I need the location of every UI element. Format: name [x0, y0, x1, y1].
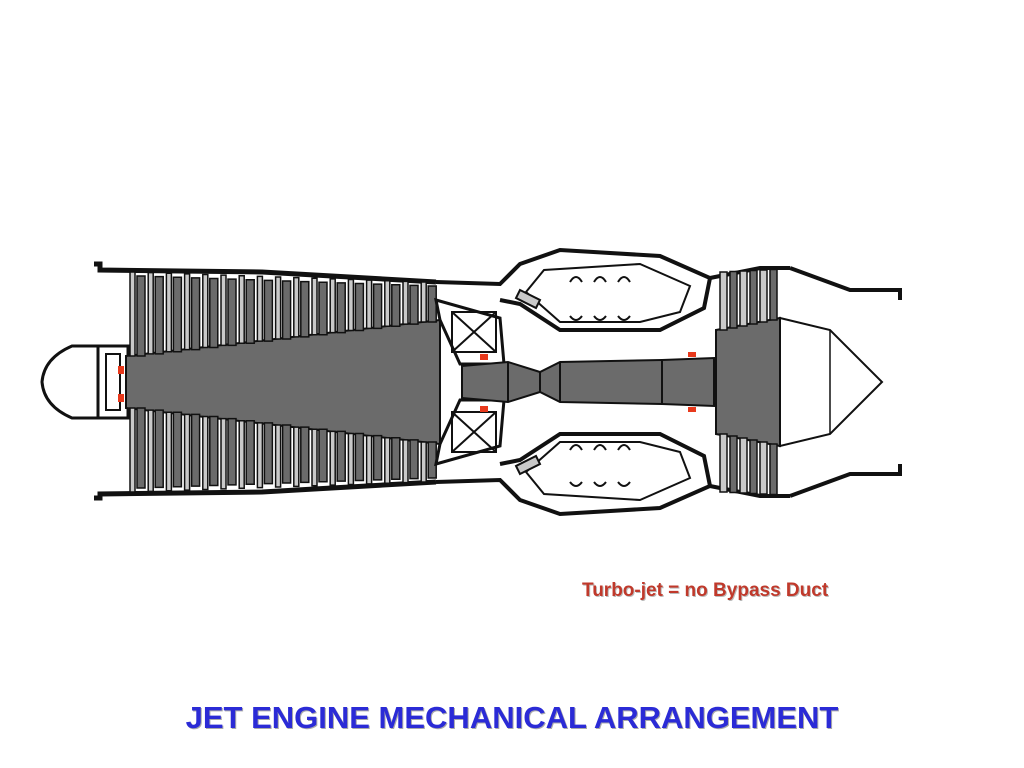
blade: [183, 273, 191, 351]
blade: [281, 424, 292, 484]
blade: [739, 270, 748, 327]
blade: [759, 269, 768, 323]
blade: [739, 437, 748, 494]
blade: [256, 275, 264, 342]
blade: [409, 284, 419, 325]
blade: [384, 280, 391, 327]
blade: [365, 434, 373, 485]
blade: [220, 417, 227, 490]
blade: [336, 282, 346, 334]
blade: [293, 276, 300, 338]
blade: [329, 430, 336, 486]
blade: [749, 439, 758, 495]
blade: [769, 443, 778, 496]
blade: [263, 422, 274, 485]
blade: [759, 441, 768, 495]
blade: [354, 432, 365, 482]
blade: [402, 280, 409, 325]
blade: [209, 277, 219, 349]
blade: [183, 413, 191, 491]
blade: [209, 415, 219, 487]
blade: [409, 439, 419, 480]
blade: [256, 422, 264, 489]
blade: [420, 441, 427, 483]
blade: [719, 433, 728, 493]
blade: [384, 437, 391, 484]
blade: [136, 407, 146, 489]
blade: [402, 439, 409, 484]
combustion-chamber-bottom: [435, 432, 713, 517]
blade: [227, 417, 237, 486]
blade: [274, 276, 282, 340]
blade: [154, 409, 164, 489]
blade: [329, 278, 336, 334]
blade: [729, 270, 738, 329]
engine-type-caption: Turbo-jet = no Bypass Duct: [582, 580, 829, 601]
blade: [729, 435, 738, 494]
blade: [293, 426, 300, 488]
blade: [391, 437, 401, 480]
blade: [769, 268, 778, 321]
blade: [147, 409, 154, 493]
blade: [311, 277, 318, 336]
blade: [281, 280, 292, 340]
blade: [136, 275, 146, 357]
bearings: [118, 352, 696, 412]
blade: [202, 415, 209, 491]
blade: [749, 269, 758, 325]
blade: [354, 282, 365, 332]
blade: [154, 275, 164, 355]
blade: [172, 411, 183, 488]
blade: [347, 278, 355, 332]
blade: [372, 434, 383, 481]
blade: [318, 428, 328, 483]
blade: [372, 283, 383, 330]
blade: [238, 420, 245, 489]
compressor: [94, 261, 441, 501]
exhaust-nozzle: [779, 266, 902, 498]
blade: [427, 441, 437, 479]
blade: [165, 272, 173, 353]
blade: [190, 277, 201, 351]
nose-cone: [40, 344, 130, 420]
blade: [220, 274, 227, 347]
blade: [147, 271, 154, 355]
blade: [245, 420, 255, 485]
blade: [318, 281, 328, 336]
main-shaft: [461, 356, 715, 408]
blade: [202, 273, 209, 349]
blade: [129, 271, 136, 357]
blade: [274, 424, 282, 488]
blade: [300, 280, 310, 338]
turbine: [709, 266, 790, 498]
blade: [227, 278, 237, 347]
blade: [238, 275, 245, 344]
blade: [391, 284, 401, 327]
blade: [263, 279, 274, 342]
blade: [311, 428, 318, 487]
diffuser-housing: [434, 297, 506, 467]
blade: [245, 279, 255, 344]
blade: [365, 279, 373, 330]
blade: [129, 407, 136, 493]
blade: [190, 413, 201, 487]
blade: [172, 276, 183, 353]
blade: [300, 426, 310, 484]
page-title: JET ENGINE MECHANICAL ARRANGEMENT: [185, 700, 839, 735]
blade: [420, 281, 427, 323]
blade: [347, 432, 355, 486]
blade: [336, 430, 346, 482]
blade: [719, 271, 728, 331]
blade: [427, 285, 437, 323]
blade: [165, 411, 173, 492]
